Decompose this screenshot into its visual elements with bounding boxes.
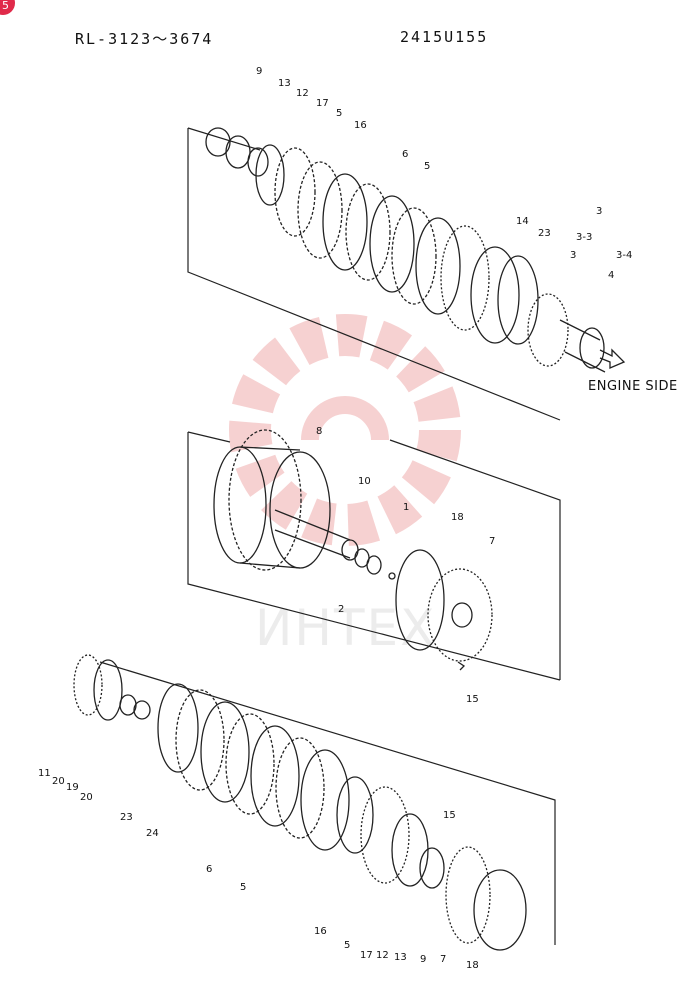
callout-label: 15 [466, 694, 479, 705]
middle-drum-assembly [213, 429, 493, 671]
callout-label: 23 [120, 812, 133, 823]
callout-label: 20 [52, 776, 65, 787]
callout-label: 5 [424, 161, 430, 172]
callout-label: 14 [516, 216, 529, 227]
callout-label: 19 [66, 782, 79, 793]
callout-label: 17 [360, 950, 373, 961]
callout-label: 6 [402, 149, 408, 160]
top-clutch-pack [205, 127, 626, 373]
callout-label: 10 [358, 476, 371, 487]
bottom-clutch-pack [73, 654, 527, 951]
callout-labels: 9 13 12 17 5 16 6 5 14 23 3 3-3 3-4 3 4 … [38, 66, 632, 971]
corner-badge: 5 [0, 0, 15, 15]
callout-label: 11 [38, 768, 51, 779]
callout-label: 13 [394, 952, 407, 963]
callout-label: 3-4 [616, 250, 632, 261]
direction-label: ENGINE SIDE [588, 379, 678, 394]
callout-label: 8 [316, 426, 322, 437]
callout-label: 3 [570, 250, 576, 261]
callout-label: 7 [489, 536, 495, 547]
gear-logo-icon [229, 314, 461, 546]
callout-label: 3-3 [576, 232, 592, 243]
callout-label: 5 [344, 940, 350, 951]
callout-label: 13 [278, 78, 291, 89]
callout-label: 20 [80, 792, 93, 803]
callout-label: 9 [420, 954, 426, 965]
callout-label: 23 [538, 228, 551, 239]
callout-label: 12 [376, 950, 389, 961]
callout-label: 24 [146, 828, 159, 839]
callout-label: 7 [440, 954, 446, 965]
callout-label: 5 [240, 882, 246, 893]
callout-label: 12 [296, 88, 309, 99]
callout-label: 16 [354, 120, 367, 131]
callout-label: 5 [336, 108, 342, 119]
callout-label: 16 [314, 926, 327, 937]
callout-label: 15 [443, 810, 456, 821]
callout-label: 18 [466, 960, 479, 971]
part-number-label: 2415U155 [400, 28, 489, 46]
callout-label: 1 [403, 502, 409, 513]
callout-label: 3 [596, 206, 602, 217]
assembly-frames [99, 127, 561, 945]
callout-label: 6 [206, 864, 212, 875]
callout-label: 17 [316, 98, 329, 109]
callout-label: 18 [451, 512, 464, 523]
callout-label: 4 [608, 270, 614, 281]
model-range-label: RL-3123〜3674 [75, 30, 214, 48]
callout-label: 9 [256, 66, 262, 77]
callout-label: 2 [338, 604, 344, 615]
